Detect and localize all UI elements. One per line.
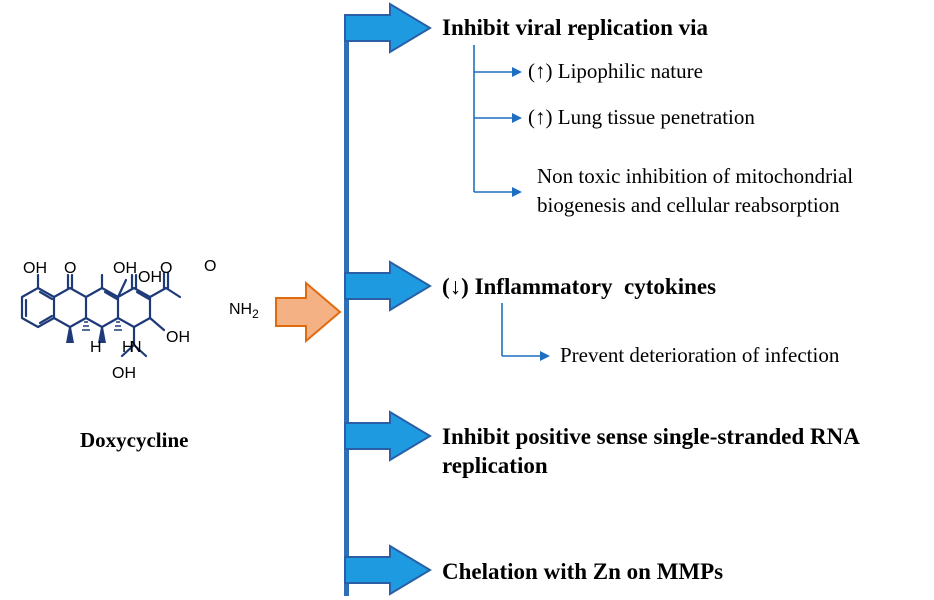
atom-oh-bottom-right: OH xyxy=(166,329,190,346)
atom-oh-bottom-mid: OH xyxy=(112,365,136,382)
atom-n-dimethyl: N xyxy=(130,339,142,356)
atom-h-2: H xyxy=(122,339,134,356)
effect-arrow-2 xyxy=(344,260,432,312)
atom-oh-ring-junction: OH xyxy=(138,269,162,286)
effect-2-detail-1: Prevent deterioration of infection xyxy=(560,343,840,367)
effect-4-title: Chelation with Zn on MMPs xyxy=(442,559,724,584)
atom-h-1: H xyxy=(90,339,102,356)
trunk-line xyxy=(344,14,349,596)
effect-2-title: (↓) Inflammatory cytokines xyxy=(442,274,717,299)
drug-to-effects-arrow xyxy=(275,280,342,344)
effect-1-detail-4: biogenesis and cellular reabsorption xyxy=(537,193,840,217)
effect-1-title: Inhibit viral replication via xyxy=(442,15,709,40)
stereo-hashes xyxy=(82,321,122,331)
effect-3-title-line-2: replication xyxy=(442,453,548,478)
branch-arrowheads xyxy=(512,67,550,361)
atom-oh-top-left: OH xyxy=(23,260,47,277)
atom-oh-top-mid: OH xyxy=(113,260,137,277)
branch-lines xyxy=(473,45,542,357)
effect-arrow-3 xyxy=(344,410,432,462)
effect-arrow-4 xyxy=(344,544,432,596)
effect-arrow-1 xyxy=(344,2,432,54)
atom-o-amide: O xyxy=(204,258,217,275)
effect-1-detail-3: Non toxic inhibition of mitochondrial xyxy=(537,164,854,188)
effect-1-detail-2: (↑) Lung tissue penetration xyxy=(528,105,755,129)
molecule-name: Doxycycline xyxy=(80,428,189,452)
atom-o-keto-1: O xyxy=(64,260,77,277)
atom-o-keto-2: O xyxy=(160,260,173,277)
effect-3-title-line-1: Inhibit positive sense single-stranded R… xyxy=(442,424,860,449)
doxycycline-structure xyxy=(20,271,182,358)
stereo-wedges xyxy=(66,327,106,343)
effect-1-detail-1: (↑) Lipophilic nature xyxy=(528,59,703,83)
atom-nh2: NH2 xyxy=(229,301,259,322)
